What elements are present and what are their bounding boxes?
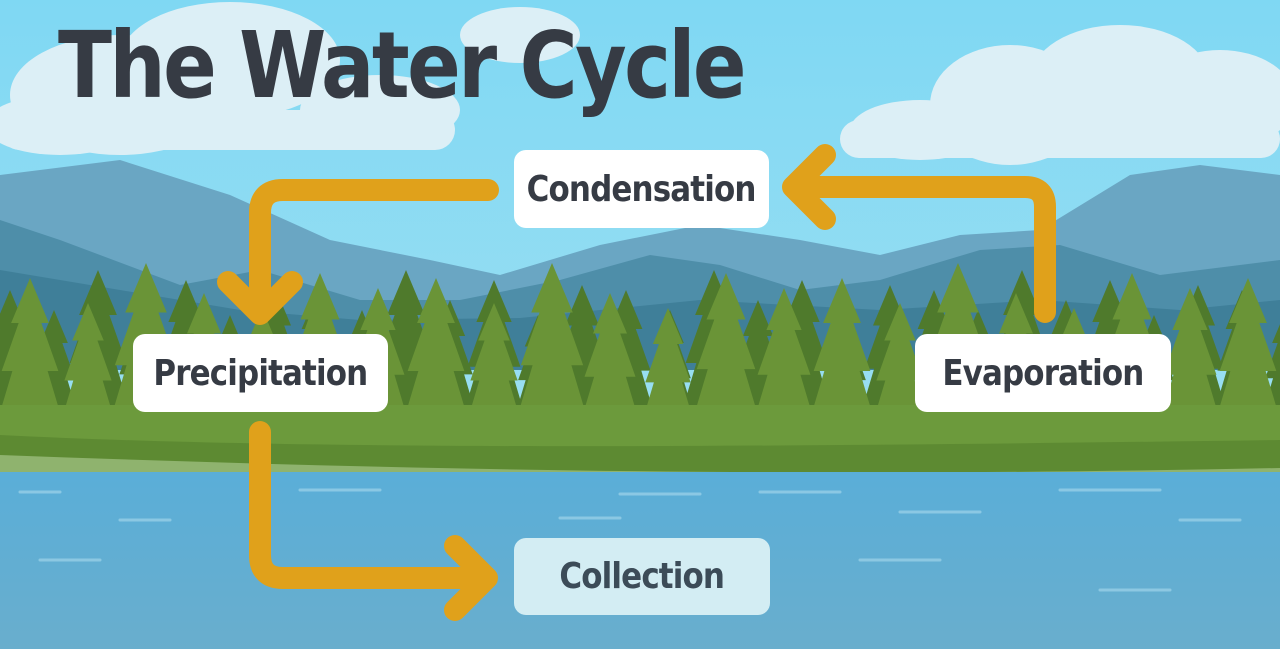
cloud-left: [0, 2, 580, 155]
pine-tree-front: [1157, 288, 1223, 428]
pine-tree-front: [1213, 278, 1280, 428]
pine-tree-front: [59, 303, 117, 428]
page-title: The Water Cycle: [58, 12, 747, 119]
stage-condensation-label: Condensation: [527, 168, 757, 210]
pine-tree-front: [401, 278, 471, 428]
pine-tree-front: [578, 293, 642, 428]
stage-evaporation-label: Evaporation: [942, 352, 1144, 394]
arrow-precipitation-to-collection: [249, 421, 498, 621]
pine-tree-front: [640, 308, 696, 428]
pine-tree-front: [751, 288, 817, 428]
pine-tree-front: [513, 263, 591, 428]
arrow-condensation-to-precipitation: [217, 179, 499, 325]
stage-precipitation-label: Precipitation: [153, 352, 369, 394]
stage-condensation: Condensation: [514, 150, 769, 228]
stage-precipitation: Precipitation: [133, 334, 388, 412]
stage-collection-label: Collection: [559, 556, 726, 597]
pine-tree-front: [690, 273, 762, 428]
pine-tree-front: [0, 278, 65, 428]
arrow-evaporation-to-condensation: [782, 144, 1056, 323]
pine-tree-front: [465, 303, 523, 428]
pine-tree-back: [1260, 324, 1280, 420]
stage-collection: Collection: [514, 538, 770, 615]
pine-tree-front: [807, 278, 877, 428]
stage-evaporation: Evaporation: [915, 334, 1171, 412]
water-ripples: [18, 488, 1242, 592]
pine-tree-front: [871, 303, 929, 428]
grass-bank-dark: [0, 435, 1280, 472]
cloud-right: [840, 25, 1280, 165]
